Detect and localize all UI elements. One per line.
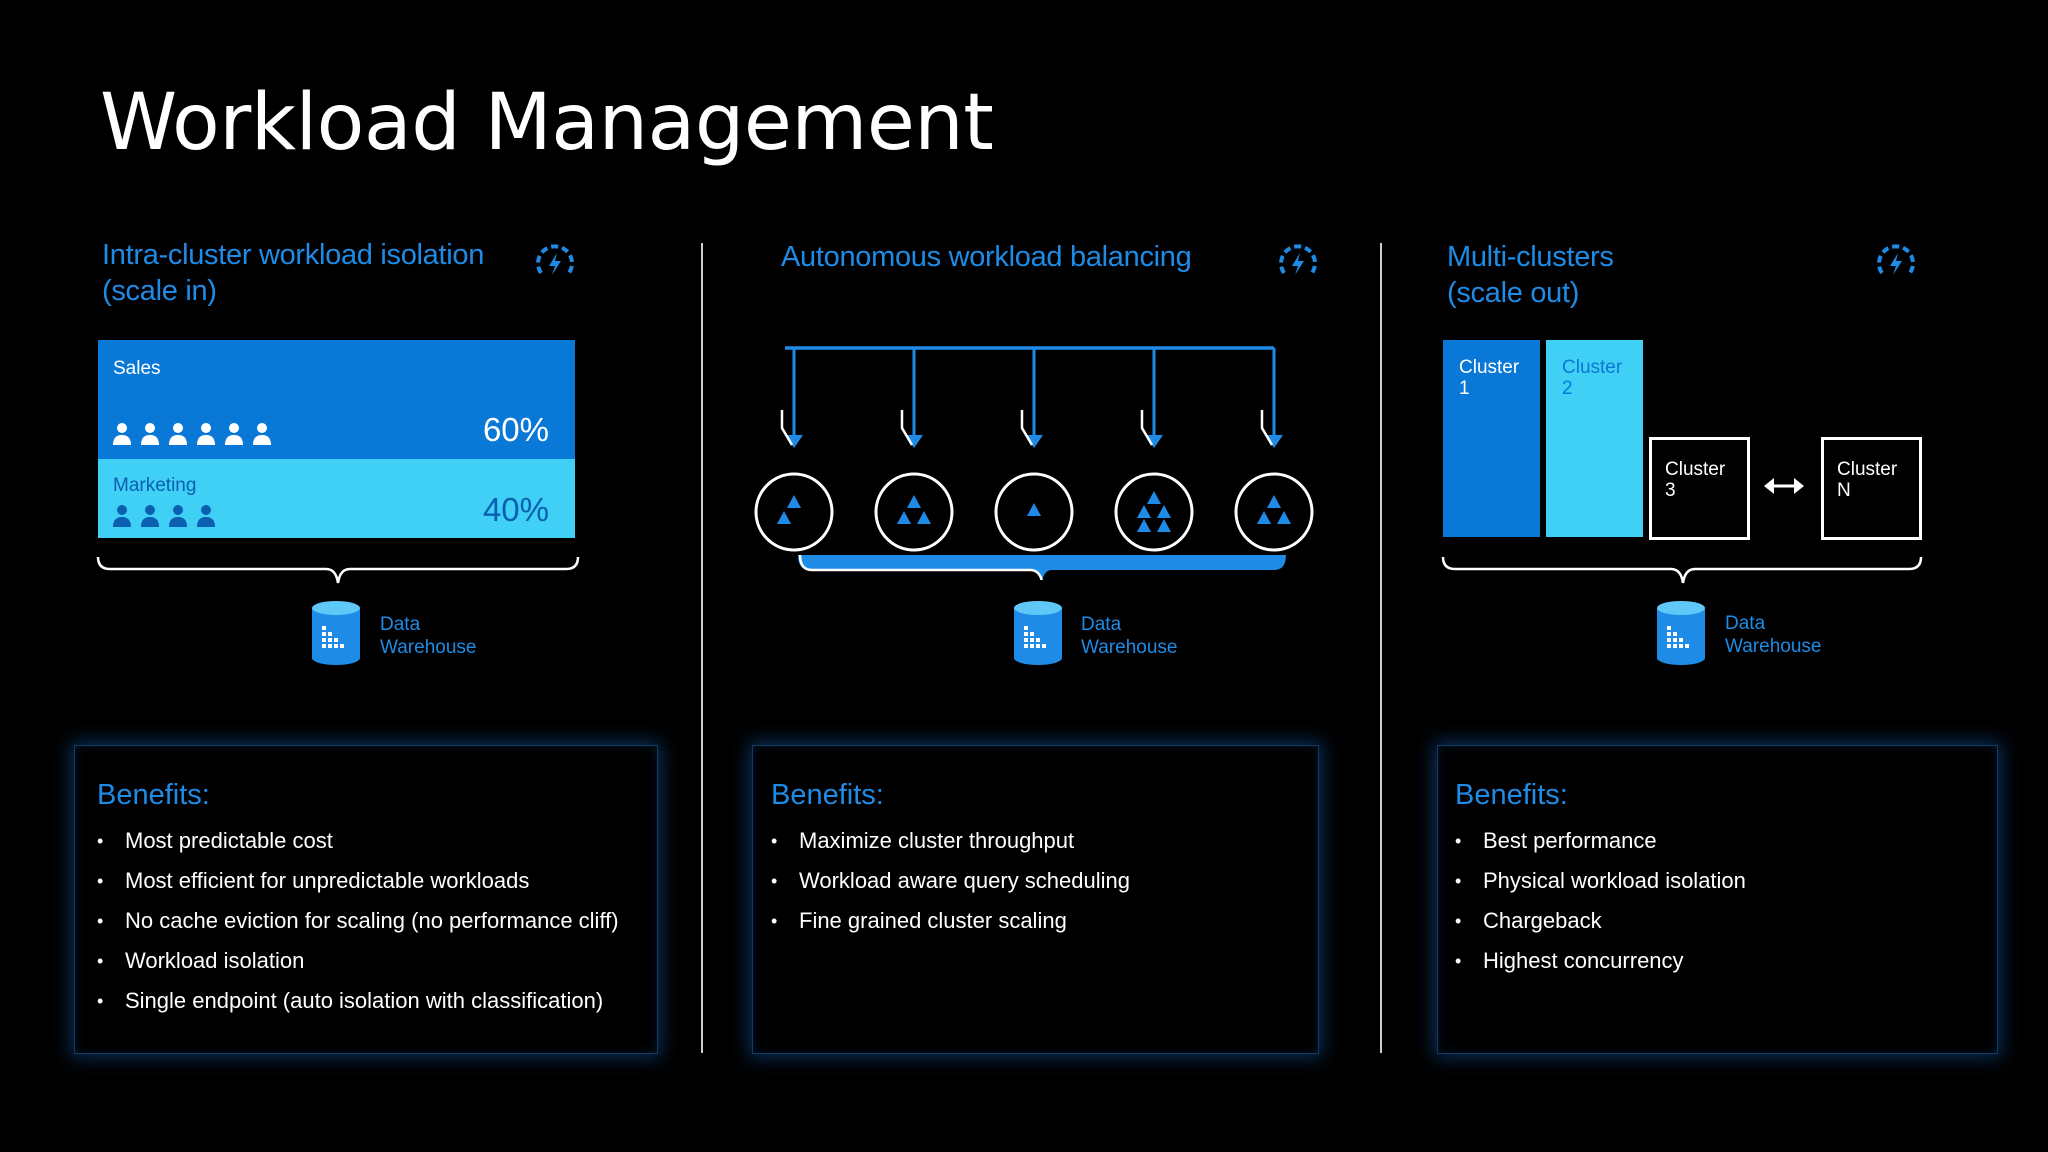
brace-icon	[798, 555, 1286, 580]
page-title: Workload Management	[100, 78, 994, 168]
column-divider	[1380, 243, 1382, 1053]
column2-heading: Autonomous workload balancing	[781, 241, 1192, 273]
benefits-title: Benefits:	[97, 779, 210, 811]
person-icon	[197, 505, 215, 527]
balancing-node	[754, 348, 1286, 580]
cluster-label-line1: Cluster	[1665, 459, 1726, 480]
list-item: Fine grained cluster scaling	[771, 901, 1130, 941]
list-item: Best performance	[1455, 821, 1746, 861]
cluster-label-line2: 1	[1459, 378, 1470, 399]
list-item: Maximize cluster throughput	[771, 821, 1130, 861]
person-icon	[169, 423, 187, 445]
list-item: Highest concurrency	[1455, 941, 1746, 981]
person-icon	[141, 505, 159, 527]
column3-heading: Multi-clusters (scale out)	[1447, 239, 1614, 311]
database-icon	[1657, 601, 1705, 665]
column3-heading-line2: (scale out)	[1447, 277, 1580, 309]
gauge-icon	[536, 244, 574, 275]
cluster-label: Cluster 2	[1562, 357, 1622, 399]
column1-heading-line1: Intra-cluster workload isolation	[102, 239, 485, 271]
sales-percent: 60%	[482, 411, 549, 448]
cluster-1-box: Cluster 1	[1443, 340, 1540, 537]
database-icon	[1014, 601, 1062, 665]
balancing-node	[1114, 348, 1194, 552]
brace-icon	[96, 556, 580, 584]
column-divider	[701, 243, 703, 1053]
benefits-list: Most predictable cost Most efficient for…	[97, 821, 619, 1021]
list-item: Single endpoint (auto isolation with cla…	[97, 981, 619, 1021]
cluster-label-line1: Cluster	[1459, 357, 1520, 378]
person-icon	[225, 423, 243, 445]
list-item: Most predictable cost	[97, 821, 619, 861]
cluster-label-line2: N	[1837, 480, 1851, 501]
marketing-people-group	[111, 504, 223, 533]
person-icon	[113, 505, 131, 527]
cluster-label: Cluster N	[1837, 459, 1897, 501]
brace-icon	[1441, 556, 1923, 584]
list-item: Workload isolation	[97, 941, 619, 981]
person-icon	[113, 423, 131, 445]
person-icon	[253, 423, 271, 445]
cluster-label-line2: 3	[1665, 480, 1676, 501]
list-item: Workload aware query scheduling	[771, 861, 1130, 901]
person-icon	[169, 505, 187, 527]
balancing-node	[994, 348, 1074, 552]
database-icon	[312, 601, 360, 665]
sales-label: Sales	[113, 358, 161, 379]
benefits-title: Benefits:	[1455, 779, 1568, 811]
data-warehouse-label: Data Warehouse	[380, 613, 476, 659]
balancing-node	[1234, 348, 1314, 552]
list-item: Chargeback	[1455, 901, 1746, 941]
gauge-icon	[1279, 244, 1317, 275]
marketing-workload-box: Marketing 40%	[98, 459, 575, 538]
sales-workload-box: Sales 60%	[98, 340, 575, 459]
cluster-label: Cluster 1	[1459, 357, 1519, 399]
balancing-node	[874, 348, 954, 552]
dw-label-line2: Warehouse	[1081, 637, 1178, 658]
column1-heading-line2: (scale in)	[102, 275, 217, 307]
benefits-title: Benefits:	[771, 779, 884, 811]
dw-label-line2: Warehouse	[380, 637, 477, 658]
workload-balancing-diagram	[754, 346, 1314, 580]
marketing-percent: 40%	[482, 491, 549, 528]
cluster-label-line1: Cluster	[1837, 459, 1898, 480]
cluster-label-line1: Cluster	[1562, 357, 1623, 378]
data-warehouse-label: Data Warehouse	[1725, 612, 1821, 658]
dw-label-line2: Warehouse	[1725, 636, 1822, 657]
list-item: Physical workload isolation	[1455, 861, 1746, 901]
person-icon	[141, 423, 159, 445]
list-item: No cache eviction for scaling (no perfor…	[97, 901, 619, 941]
benefits-panel-3: Benefits: Best performance Physical work…	[1437, 745, 1998, 1054]
benefits-list: Best performance Physical workload isola…	[1455, 821, 1746, 981]
column1-heading: Intra-cluster workload isolation (scale …	[102, 237, 484, 309]
person-icon	[197, 423, 215, 445]
double-arrow-icon	[1764, 478, 1804, 494]
cluster-n-box: Cluster N	[1821, 437, 1922, 540]
dw-label-line1: Data	[380, 614, 421, 635]
list-item: Most efficient for unpredictable workloa…	[97, 861, 619, 901]
cluster-3-box: Cluster 3	[1649, 437, 1750, 540]
dw-label-line1: Data	[1725, 613, 1766, 634]
sales-people-group	[111, 422, 279, 451]
dw-label-line1: Data	[1081, 614, 1122, 635]
cluster-2-box: Cluster 2	[1546, 340, 1643, 537]
gauge-icon	[1877, 244, 1915, 275]
marketing-label: Marketing	[113, 475, 197, 496]
cluster-label-line2: 2	[1562, 378, 1573, 399]
benefits-panel-2: Benefits: Maximize cluster throughput Wo…	[752, 745, 1319, 1054]
column3-heading-line1: Multi-clusters	[1447, 241, 1614, 273]
data-warehouse-label: Data Warehouse	[1081, 613, 1177, 659]
cluster-label: Cluster 3	[1665, 459, 1725, 501]
benefits-panel-1: Benefits: Most predictable cost Most eff…	[74, 745, 658, 1054]
benefits-list: Maximize cluster throughput Workload awa…	[771, 821, 1130, 941]
